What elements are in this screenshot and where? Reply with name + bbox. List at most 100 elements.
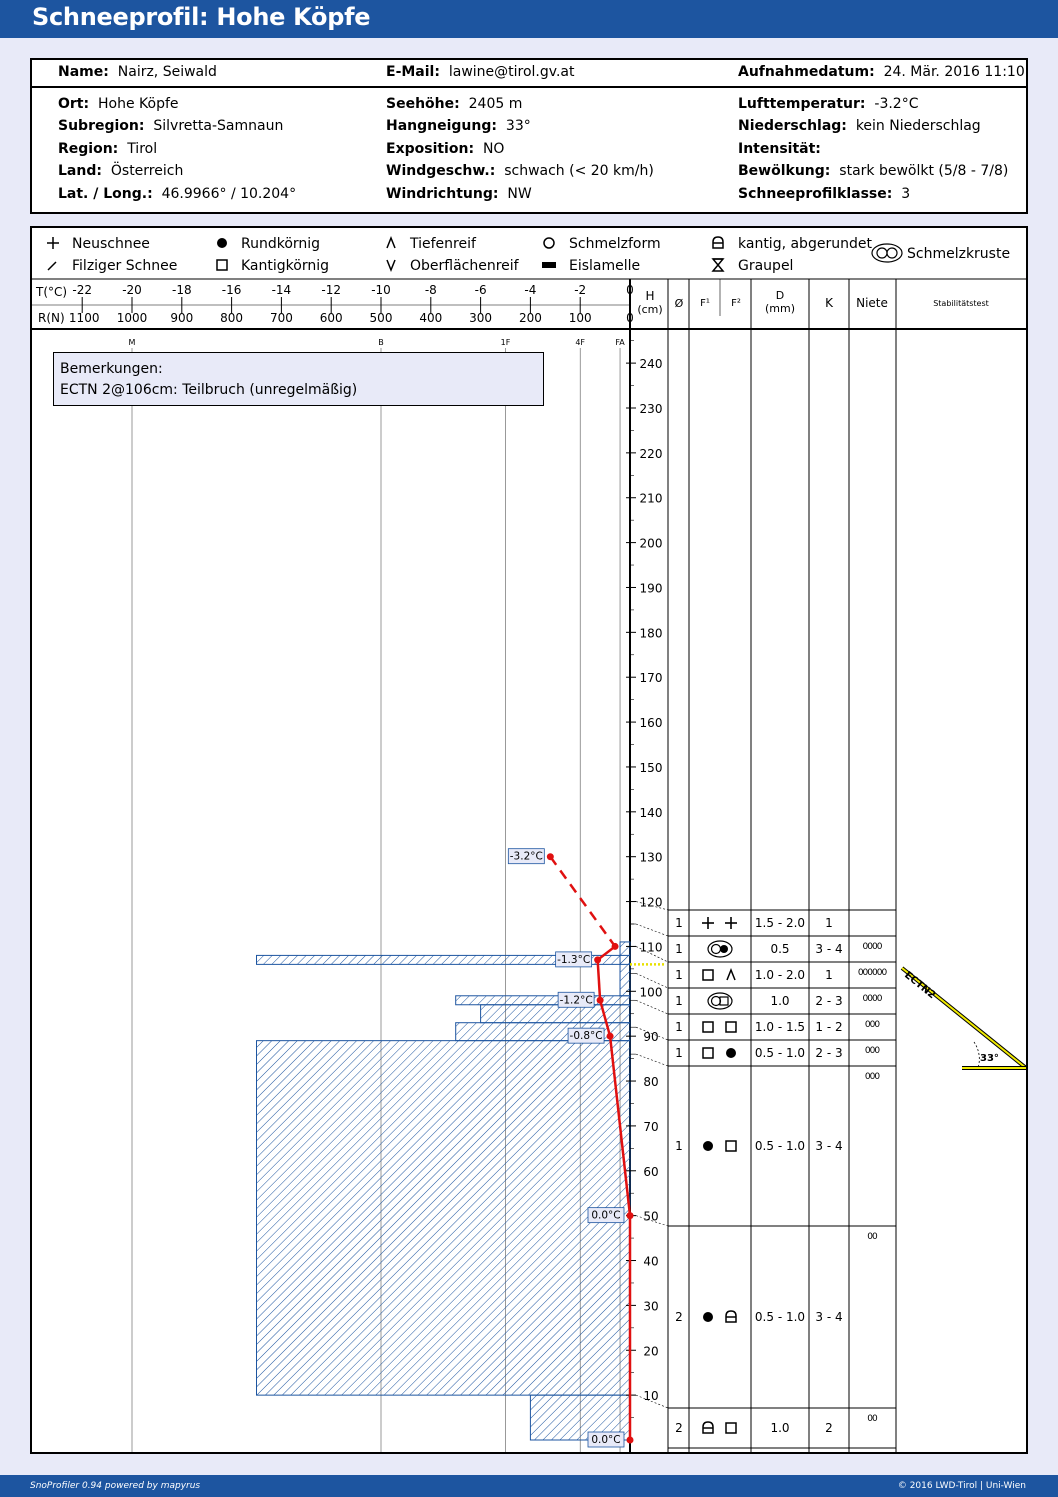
layer-grain-size: 0.5 - 1.0 (755, 1310, 805, 1324)
faceted-grain-icon (725, 1140, 737, 1152)
layer-connector (635, 1026, 669, 1041)
layer-hardness: 2 - 3 (815, 1046, 842, 1060)
layer-diameter: 2 (675, 1310, 683, 1324)
hand-hardness-label: FA (615, 338, 625, 347)
legend-graupel: Graupel (738, 258, 793, 274)
t-tick-label: -2 (574, 283, 586, 297)
faceted-grain-icon (719, 996, 729, 1006)
intensitaet-field: Intensität: (738, 141, 821, 157)
h-tick-label: 230 (640, 402, 663, 416)
ort-field: Ort: Hohe Köpfe (58, 96, 179, 112)
faceted-grain-icon (702, 969, 714, 981)
kantigkoernig-icon (216, 259, 228, 271)
temperature-line (598, 999, 612, 1037)
stability-test-label: ECTN2 (902, 970, 937, 1001)
layer-grain-size: 0.5 - 1.0 (755, 1046, 805, 1060)
hand-hardness-label: 4F (575, 338, 585, 347)
r-axis-ticks: 110010009008007006005004003002001000 (69, 305, 634, 325)
temperature-label-box (557, 991, 595, 1008)
layer-diameter: 2 (675, 1421, 683, 1435)
layer-niete: 0000 (863, 942, 883, 952)
hand-hardness-label: 1F (501, 338, 511, 347)
remarks-title: Bemerkungen: (60, 361, 163, 377)
windgeschw-field: Windgeschw.: schwach (< 20 km/h) (386, 163, 654, 179)
legend-kantigkoernig: Kantigkörnig (241, 258, 329, 274)
t-tick-label: -12 (321, 283, 341, 297)
r-tick-label: 800 (220, 311, 243, 325)
layer-niete: 00 (867, 1232, 878, 1242)
col-header-niete: Niete (856, 296, 888, 310)
land-field: Land: Österreich (58, 163, 184, 179)
column-lines (629, 279, 897, 1452)
h-tick-label: 200 (640, 537, 663, 551)
layer-diameter: 1 (675, 1046, 683, 1060)
hardness-bar (256, 1040, 631, 1396)
layer-diameter: 1 (675, 1020, 683, 1034)
layer-hardness: 3 - 4 (815, 1310, 842, 1324)
t-tick-label: -10 (371, 283, 391, 297)
h-tick-label: 210 (640, 492, 663, 506)
footer-software: SnoProfiler 0.94 powered by mapyrus (30, 1481, 201, 1491)
h-tick-label: 100 (640, 985, 663, 999)
col-header-d-unit: (mm) (765, 302, 795, 315)
r-tick-label: 100 (569, 311, 592, 325)
layer-diameter: 1 (675, 968, 683, 982)
oberflaechenreif-icon (386, 259, 396, 273)
temperature-point (626, 1436, 634, 1444)
col-header-d: D (776, 289, 784, 302)
legend-filziger-schnee: Filziger Schnee (72, 258, 177, 274)
rounded-grain-icon (720, 945, 728, 953)
h-tick-label: 30 (643, 1299, 658, 1313)
faceted-grain-icon (725, 1422, 737, 1434)
hangneigung-field: Hangneigung: 33° (386, 118, 531, 134)
layer-hardness: 2 (825, 1421, 833, 1435)
temperature-label-box (567, 1027, 605, 1044)
h-tick-label: 240 (640, 357, 663, 371)
temperature-label: -3.2°C (510, 851, 543, 863)
temperature-point (594, 956, 602, 964)
legend-schmelzkruste: Schmelzkruste (907, 246, 1010, 262)
layer-niete: 000 (865, 1072, 880, 1082)
rounding-faceted-icon (725, 1310, 737, 1323)
layer-connector (635, 1053, 669, 1067)
layer-connector (635, 901, 669, 911)
r-tick-label: 200 (519, 311, 542, 325)
layer-diameter: 1 (675, 1139, 683, 1153)
r-tick-label: 1000 (117, 311, 148, 325)
t-tick-label: -20 (122, 283, 142, 297)
graupel-icon (711, 258, 725, 272)
title-bar: Schneeprofil: Hohe Köpfe (0, 0, 1058, 38)
layer-hardness: 3 - 4 (815, 1139, 842, 1153)
r-tick-label: 700 (270, 311, 293, 325)
table-row: 2 0.5 - 1.0 3 - 4 00 (630, 1215, 896, 1324)
h-tick-label: 140 (640, 806, 663, 820)
h-tick-label: 60 (643, 1165, 658, 1179)
rounding-faceted-icon (702, 1421, 714, 1434)
melt-crust-icon (707, 940, 733, 958)
faceted-grain-icon (725, 1021, 737, 1033)
layer-hardness: 1 (825, 916, 833, 930)
exposition-field: Exposition: NO (386, 141, 505, 157)
footer-copyright: © 2016 LWD-Tirol | Uni-Wien (897, 1481, 1026, 1491)
layer-connector (635, 1394, 669, 1409)
h-tick-label: 80 (643, 1075, 658, 1089)
layer-grain-size: 1.0 - 1.5 (755, 1020, 805, 1034)
t-axis-label: T(°C) (35, 285, 67, 299)
h-tick-label: 90 (643, 1030, 658, 1044)
region-field: Region: Tirol (58, 141, 158, 157)
layer-hardness: 1 (825, 968, 833, 982)
temperature-label: 0.0°C (591, 1434, 620, 1446)
observation-date: Aufnahmedatum: 24. Mär. 2016 11:10 (738, 64, 1025, 80)
layer-niete: 00 (867, 1414, 878, 1424)
r-tick-label: 400 (419, 311, 442, 325)
temperature-label: -1.2°C (560, 994, 593, 1006)
hardness-bar (480, 1004, 631, 1024)
r-tick-label: 300 (469, 311, 492, 325)
t-tick-label: -6 (475, 283, 487, 297)
layer-grain-size: 1.5 - 2.0 (755, 916, 805, 930)
temperature-label: -0.8°C (570, 1030, 603, 1042)
subregion-field: Subregion: Silvretta-Samnaun (58, 118, 284, 134)
melt-crust-icon (710, 943, 722, 955)
faceted-grain-icon (702, 1047, 714, 1059)
